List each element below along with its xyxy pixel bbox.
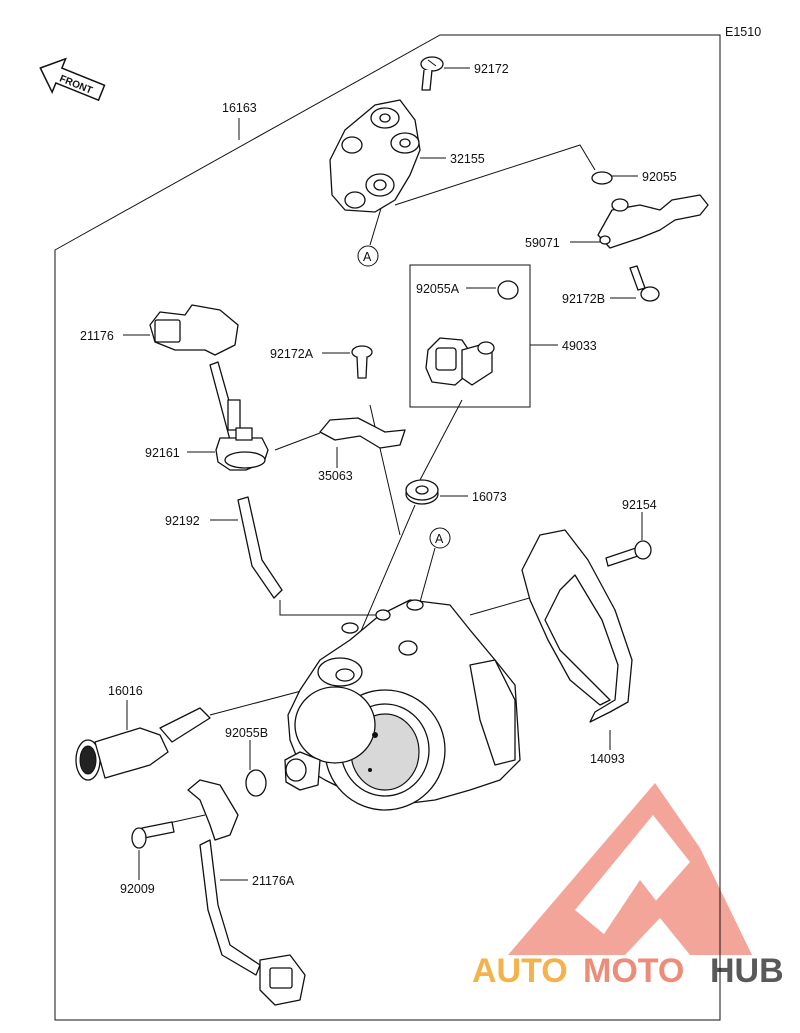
callout-a-top: A	[357, 245, 379, 267]
label-21176: 21176	[80, 329, 114, 343]
holder-92161	[215, 427, 269, 471]
bolt-92009	[131, 821, 175, 849]
watermark-moto: MOTO	[583, 952, 684, 990]
part-labels: 16163 92172 32155 92055 59071 92172B 920…	[80, 62, 677, 896]
bolt-92172	[420, 56, 444, 91]
grommet-16073	[405, 479, 439, 505]
sensor-bracket-32155	[329, 99, 421, 213]
label-92172A: 92172A	[270, 347, 314, 361]
label-92055: 92055	[642, 170, 677, 184]
label-92154: 92154	[622, 498, 657, 512]
label-92009: 92009	[120, 882, 155, 896]
actuator-16016	[75, 707, 211, 781]
svg-text:A: A	[435, 532, 444, 546]
svg-text:A: A	[363, 250, 372, 264]
bolt-92154	[605, 540, 652, 567]
watermark-hub: HUB	[710, 952, 784, 990]
label-16016: 16016	[108, 684, 143, 698]
callout-a-mid: A	[429, 527, 451, 549]
label-35063: 35063	[318, 469, 353, 483]
o-ring-92055	[591, 171, 613, 185]
label-92161: 92161	[145, 446, 180, 460]
diagram-code: E1510	[725, 25, 761, 39]
watermark-auto: AUTO	[472, 952, 568, 990]
throttle-body	[284, 599, 521, 811]
cover-14093	[521, 529, 633, 723]
watermark-logo: AUTO MOTO HUB	[472, 783, 784, 990]
bolt-92172B	[629, 265, 660, 302]
bolt-92172A	[351, 345, 373, 379]
label-92192: 92192	[165, 514, 200, 528]
label-92172: 92172	[474, 62, 509, 76]
front-arrow-icon: FRONT	[39, 57, 106, 102]
sensor-kit-box	[409, 264, 531, 408]
leader-lines	[123, 67, 643, 881]
sensor-49033	[425, 337, 495, 386]
o-ring-92055B	[245, 769, 267, 797]
assembly-outline	[54, 34, 721, 1021]
fitting-59071	[597, 194, 709, 249]
bracket-35063	[319, 417, 406, 449]
label-92172B: 92172B	[562, 292, 605, 306]
sensor-21176	[149, 304, 241, 441]
label-16073: 16073	[472, 490, 507, 504]
label-92055B: 92055B	[225, 726, 268, 740]
label-14093: 14093	[590, 752, 625, 766]
label-59071: 59071	[525, 236, 560, 250]
hose-92192	[237, 496, 283, 599]
label-92055A: 92055A	[416, 282, 460, 296]
label-21176A: 21176A	[252, 874, 295, 888]
label-32155: 32155	[450, 152, 485, 166]
label-49033: 49033	[562, 339, 597, 353]
label-16163: 16163	[222, 101, 257, 115]
sensor-21176A	[187, 779, 306, 1006]
o-ring-92055A	[497, 280, 519, 300]
